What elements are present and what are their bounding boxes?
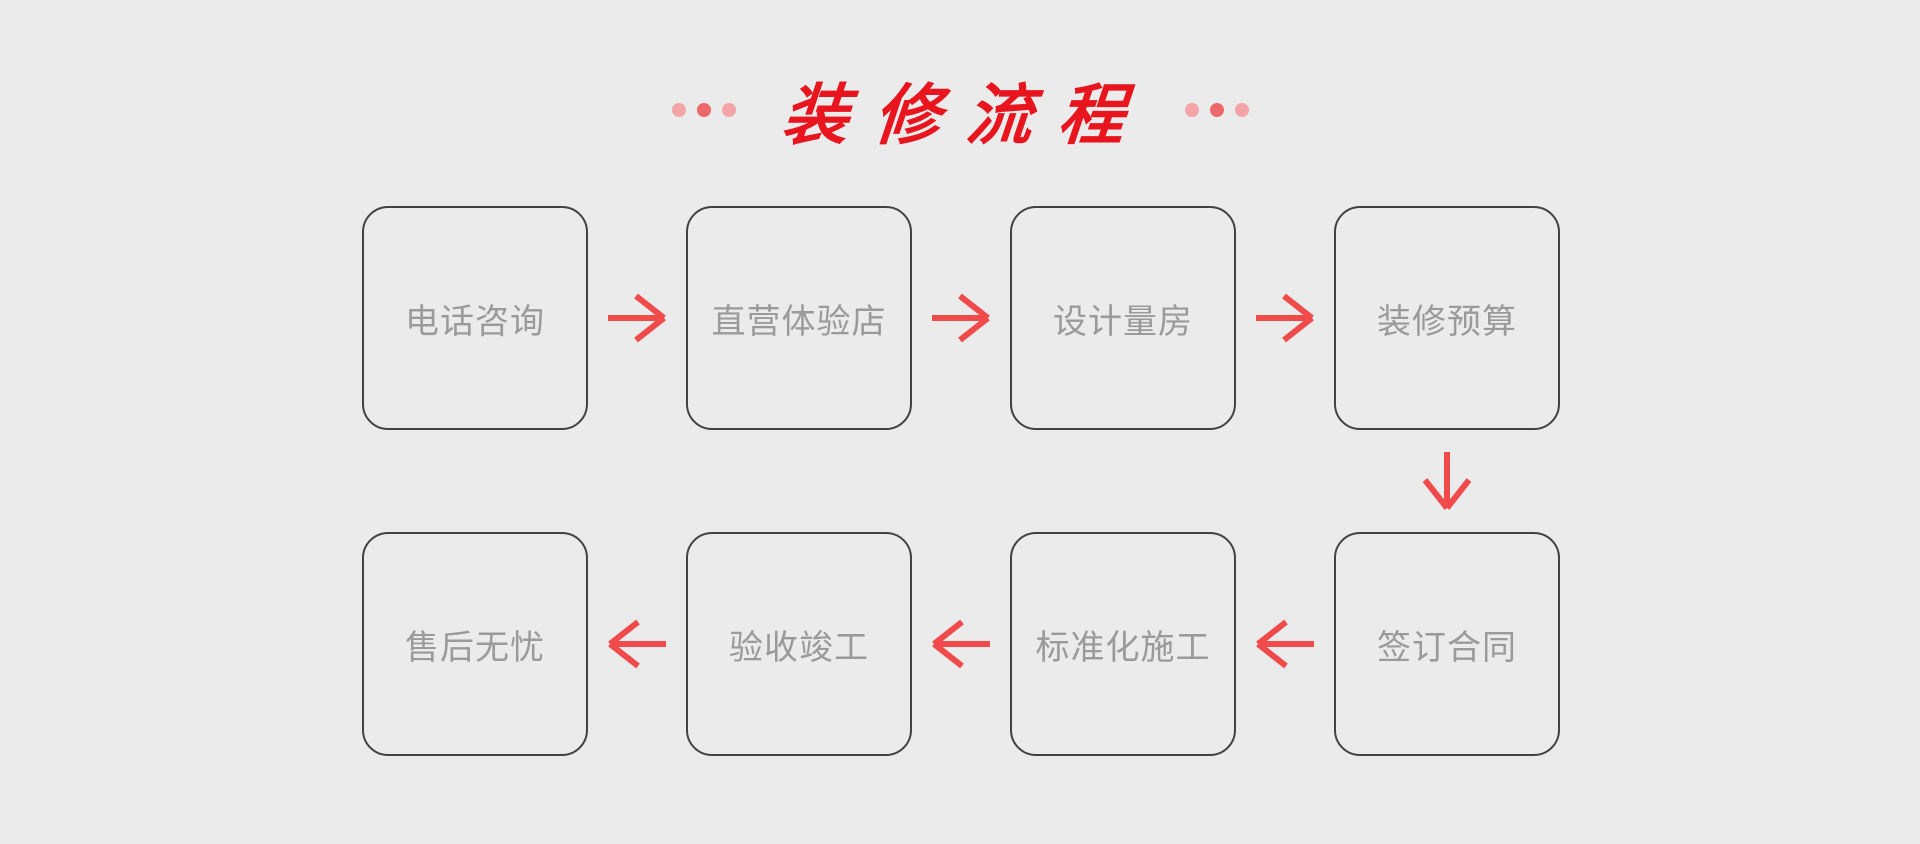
step-label: 装修预算 [1377, 302, 1517, 341]
title-right-dots [1184, 103, 1249, 117]
step-box-acceptance: 验收竣工 [686, 532, 912, 756]
step-label: 签订合同 [1377, 628, 1517, 667]
title-left-dots [671, 103, 736, 117]
flow-row-2: 售后无忧 验收竣工 标准化施工 [362, 532, 1560, 756]
step-box-construction: 标准化施工 [1010, 532, 1236, 756]
step-label: 电话咨询 [405, 302, 545, 341]
step-box-after-sales: 售后无忧 [362, 532, 588, 756]
header: 装修流程 [0, 62, 1920, 158]
dot-icon [1234, 103, 1249, 117]
arrow-left-icon [608, 619, 666, 669]
step-box-sign-contract: 签订合同 [1334, 532, 1560, 756]
step-label: 验收竣工 [729, 628, 869, 667]
arrow-right-icon [1256, 293, 1314, 343]
arrow-right-icon [932, 293, 990, 343]
dot-icon [696, 103, 711, 117]
arrow-right-icon [608, 293, 666, 343]
arrow-left-icon [932, 619, 990, 669]
step-label: 设计量房 [1053, 302, 1193, 341]
step-box-experience-store: 直营体验店 [686, 206, 912, 430]
dot-icon [671, 103, 686, 117]
step-box-budget: 装修预算 [1334, 206, 1560, 430]
step-box-design-measure: 设计量房 [1010, 206, 1236, 430]
step-box-phone-consult: 电话咨询 [362, 206, 588, 430]
step-label: 标准化施工 [1035, 628, 1211, 667]
step-label: 直营体验店 [711, 302, 887, 341]
page-title: 装修流程 [778, 76, 1154, 154]
dot-icon [721, 103, 736, 117]
dot-icon [1209, 103, 1224, 117]
flow-row-1: 电话咨询 直营体验店 设计量房 [362, 206, 1560, 430]
arrow-down-icon [1422, 452, 1472, 510]
arrow-left-icon [1256, 619, 1314, 669]
dot-icon [1184, 103, 1199, 117]
row-connector [1415, 449, 1479, 513]
step-label: 售后无忧 [405, 628, 545, 667]
